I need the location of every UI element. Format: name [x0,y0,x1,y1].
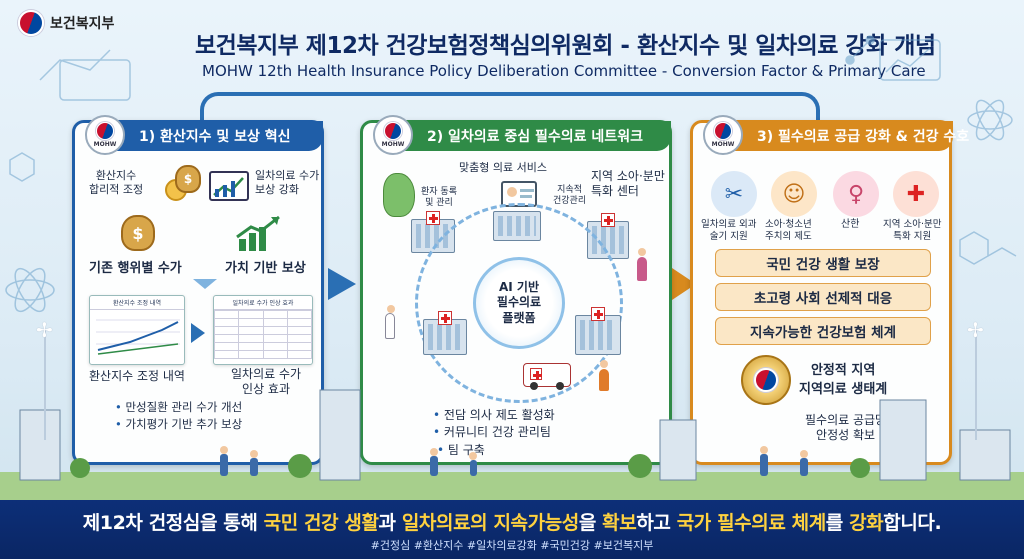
service-label: 맞춤형 의료 서비스 [459,161,547,174]
logo-text: 보건복지부 [50,16,115,32]
network-ring [415,203,623,403]
bullet-item: 가치평가 기반 추가 보상 [115,416,242,433]
footer-banner: 제12차 건정심을 통해 국민 건강 생활과 일차의료의 지속가능성을 확보하고… [0,500,1024,559]
arrow-right-icon [328,268,356,300]
bullet-item: 커뮤니티 건강 관리팀 [433,424,555,441]
mohw-badge: MOHW [85,115,125,155]
header: 보건복지부 보건복지부 제12차 건강보험정책심의위원회 - 환산지수 및 일차… [0,0,1024,115]
panel-title: 2) 일차의료 중심 필수의료 네트워크 [427,129,643,145]
child-icon: ☺ [771,171,817,217]
arrow-right-icon [191,323,205,343]
bullet-item: 전담 의사 제도 활성화 [433,407,555,424]
wind-turbine [967,318,984,440]
mohw-badge: MOHW [703,115,743,155]
clinic-building [423,319,467,355]
panel-essential-care-supply: MOHW 3) 필수의료 공급 강화 & 건강 수호 ✂ ☺ ♀ ✚ 일차의료 … [690,115,969,465]
medic-figure [599,360,609,391]
taegeuk-icon [754,368,778,392]
medical-cross-icon [591,307,605,321]
medical-cross-icon [426,211,440,225]
panel-header: MOHW 2) 일차의료 중심 필수의료 네트워크 [373,115,671,155]
panel1-bullets: 만성질환 관리 수가 개선 가치평가 기반 추가 보상 [115,399,242,432]
footer-message: 제12차 건정심을 통해 국민 건강 생활과 일차의료의 지속가능성을 확보하고… [82,512,942,534]
taegeuk-icon [714,122,732,140]
scissors-icon: ✂ [711,171,757,217]
panel-primary-care-network: MOHW 2) 일차의료 중심 필수의료 네트워크 맞춤형 의료 서비스 환자 … [360,115,672,465]
growth-chart-icon [235,213,283,257]
panel-title: 1) 환산지수 및 보상 혁신 [139,129,291,145]
label-value-based: 가치 기반 보상 [225,261,306,276]
taegeuk-icon [384,122,402,140]
fee-increase-document: 일차의료 수가 인상 효과 [213,295,313,365]
flow-connector [200,92,820,122]
panel-title: 3) 필수의료 공급 강화 & 건강 수호 [757,129,970,145]
ambulance-icon [523,363,571,390]
goal-pill: 초고령 사회 선제적 대응 [715,283,931,311]
taegeuk-icon [96,122,114,140]
ambulance-icon: ✚ [893,171,939,217]
monitor-icon [501,181,537,207]
medical-cross-icon [601,213,615,227]
background-decoration [5,35,1017,313]
medical-cross-icon [438,311,452,325]
page-title: 보건복지부 제12차 건강보험정책심의위원회 - 환산지수 및 일차의료 강화 … [195,33,936,59]
wind-turbine [36,318,53,440]
coins-icon: $ [165,165,205,205]
chart-screen-icon [209,171,249,201]
arrow-down-icon [193,279,217,289]
icon-label: 산한 [841,219,860,230]
pregnancy-icon: ♀ [833,171,879,217]
label-fee-for-service: 기존 행위별 수가 [89,261,182,276]
ministry-logo: 보건복지부 [18,10,114,36]
panel-header: MOHW 3) 필수의료 공급 강화 & 건강 수호 [703,115,969,155]
footer-hashtags: #건정심 #환산지수 #일차의료강화 #국민건강 #보건복지부 [370,539,654,552]
goal-pill: 국민 건강 생활 보장 [715,249,931,277]
patient-figure [637,248,647,281]
bullet-item: 만성질환 관리 수가 개선 [115,399,242,416]
hospital-building [575,315,621,355]
goal-pill: 지속가능한 건강보험 체계 [715,317,931,345]
panel-header: MOHW 1) 환산지수 및 보상 혁신 [85,115,323,155]
caption-adjustment: 환산지수 조정 내역 [89,369,185,383]
doctor-figure [385,305,395,339]
korea-map-icon [383,173,415,217]
adjustment-document: 환산지수 조정 내역 [89,295,185,365]
page-subtitle: MOHW 12th Health Insurance Policy Delibe… [202,62,926,80]
mohw-badge: MOHW [373,115,413,155]
taegeuk-icon [18,10,44,36]
community-scene [0,389,1024,502]
money-bag-icon: $ [121,215,155,251]
medal-icon [741,355,791,405]
